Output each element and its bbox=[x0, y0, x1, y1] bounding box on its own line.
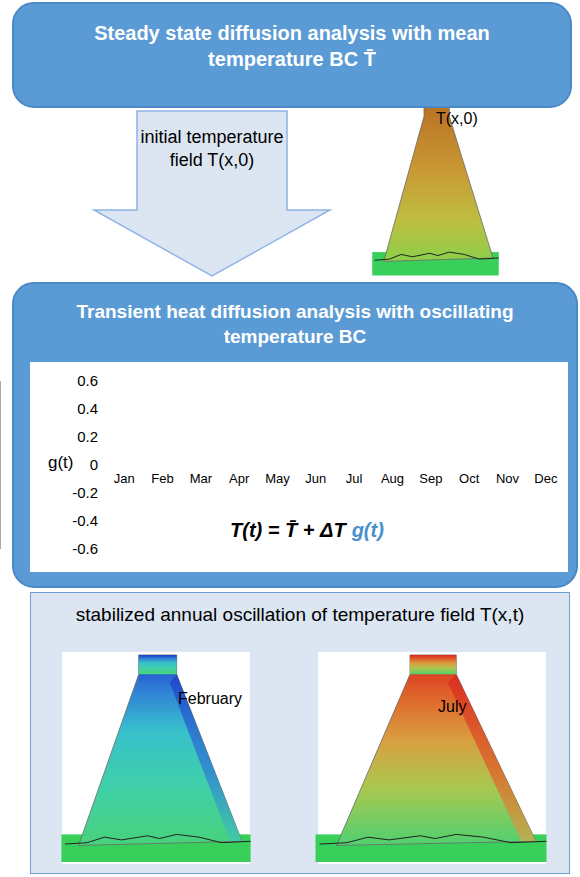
axis-tick-label: Apr bbox=[228, 471, 250, 486]
axis-tick-label: Nov bbox=[495, 471, 520, 486]
node-text: Transient heat diffusion analysis with o… bbox=[75, 300, 515, 349]
axis-tick-label: -0.4 bbox=[72, 512, 98, 529]
axis-tick-label: Oct bbox=[458, 471, 480, 486]
block-arrow: initial temperature field T(x,0) bbox=[92, 110, 332, 278]
image-label: February bbox=[178, 690, 242, 708]
axis-title: g(t) bbox=[48, 453, 74, 473]
axis-tick-label: 0.2 bbox=[77, 428, 98, 445]
axis-tick-label: -0.2 bbox=[72, 484, 98, 501]
node-text: stabilized annual oscillation of tempera… bbox=[60, 603, 540, 628]
axis-tick-label: Mar bbox=[189, 471, 213, 486]
axis-tick-label: Feb bbox=[150, 471, 174, 486]
formula-text: T(t) = T̄ + ΔT bbox=[230, 519, 346, 542]
image-label: July bbox=[438, 698, 466, 716]
axis-tick-label: -0.6 bbox=[72, 540, 98, 557]
axis-tick-label: May bbox=[264, 471, 291, 486]
axis-tick-label: Aug bbox=[380, 471, 405, 486]
result-box: stabilized annual oscillation of tempera… bbox=[30, 592, 570, 874]
axis-tick-label: 0.4 bbox=[77, 400, 98, 417]
axis-tick-label: Dec bbox=[533, 471, 558, 486]
axis-tick-label: Jun bbox=[304, 471, 327, 486]
image-label: T(x,0) bbox=[436, 110, 478, 128]
process-box: Steady state diffusion analysis with mea… bbox=[12, 2, 572, 108]
axis-tick-label: Sep bbox=[418, 471, 443, 486]
axis-tick-label: Jul bbox=[345, 471, 364, 486]
axis-tick-label: Jan bbox=[113, 471, 136, 486]
axis-tick-label: 0 bbox=[90, 456, 98, 473]
node-text: initial temperature field T(x,0) bbox=[137, 126, 287, 173]
node-text: Steady state diffusion analysis with mea… bbox=[87, 20, 497, 72]
axis-tick-label: 0.6 bbox=[77, 372, 98, 389]
formula-text: g(t) bbox=[352, 519, 384, 542]
